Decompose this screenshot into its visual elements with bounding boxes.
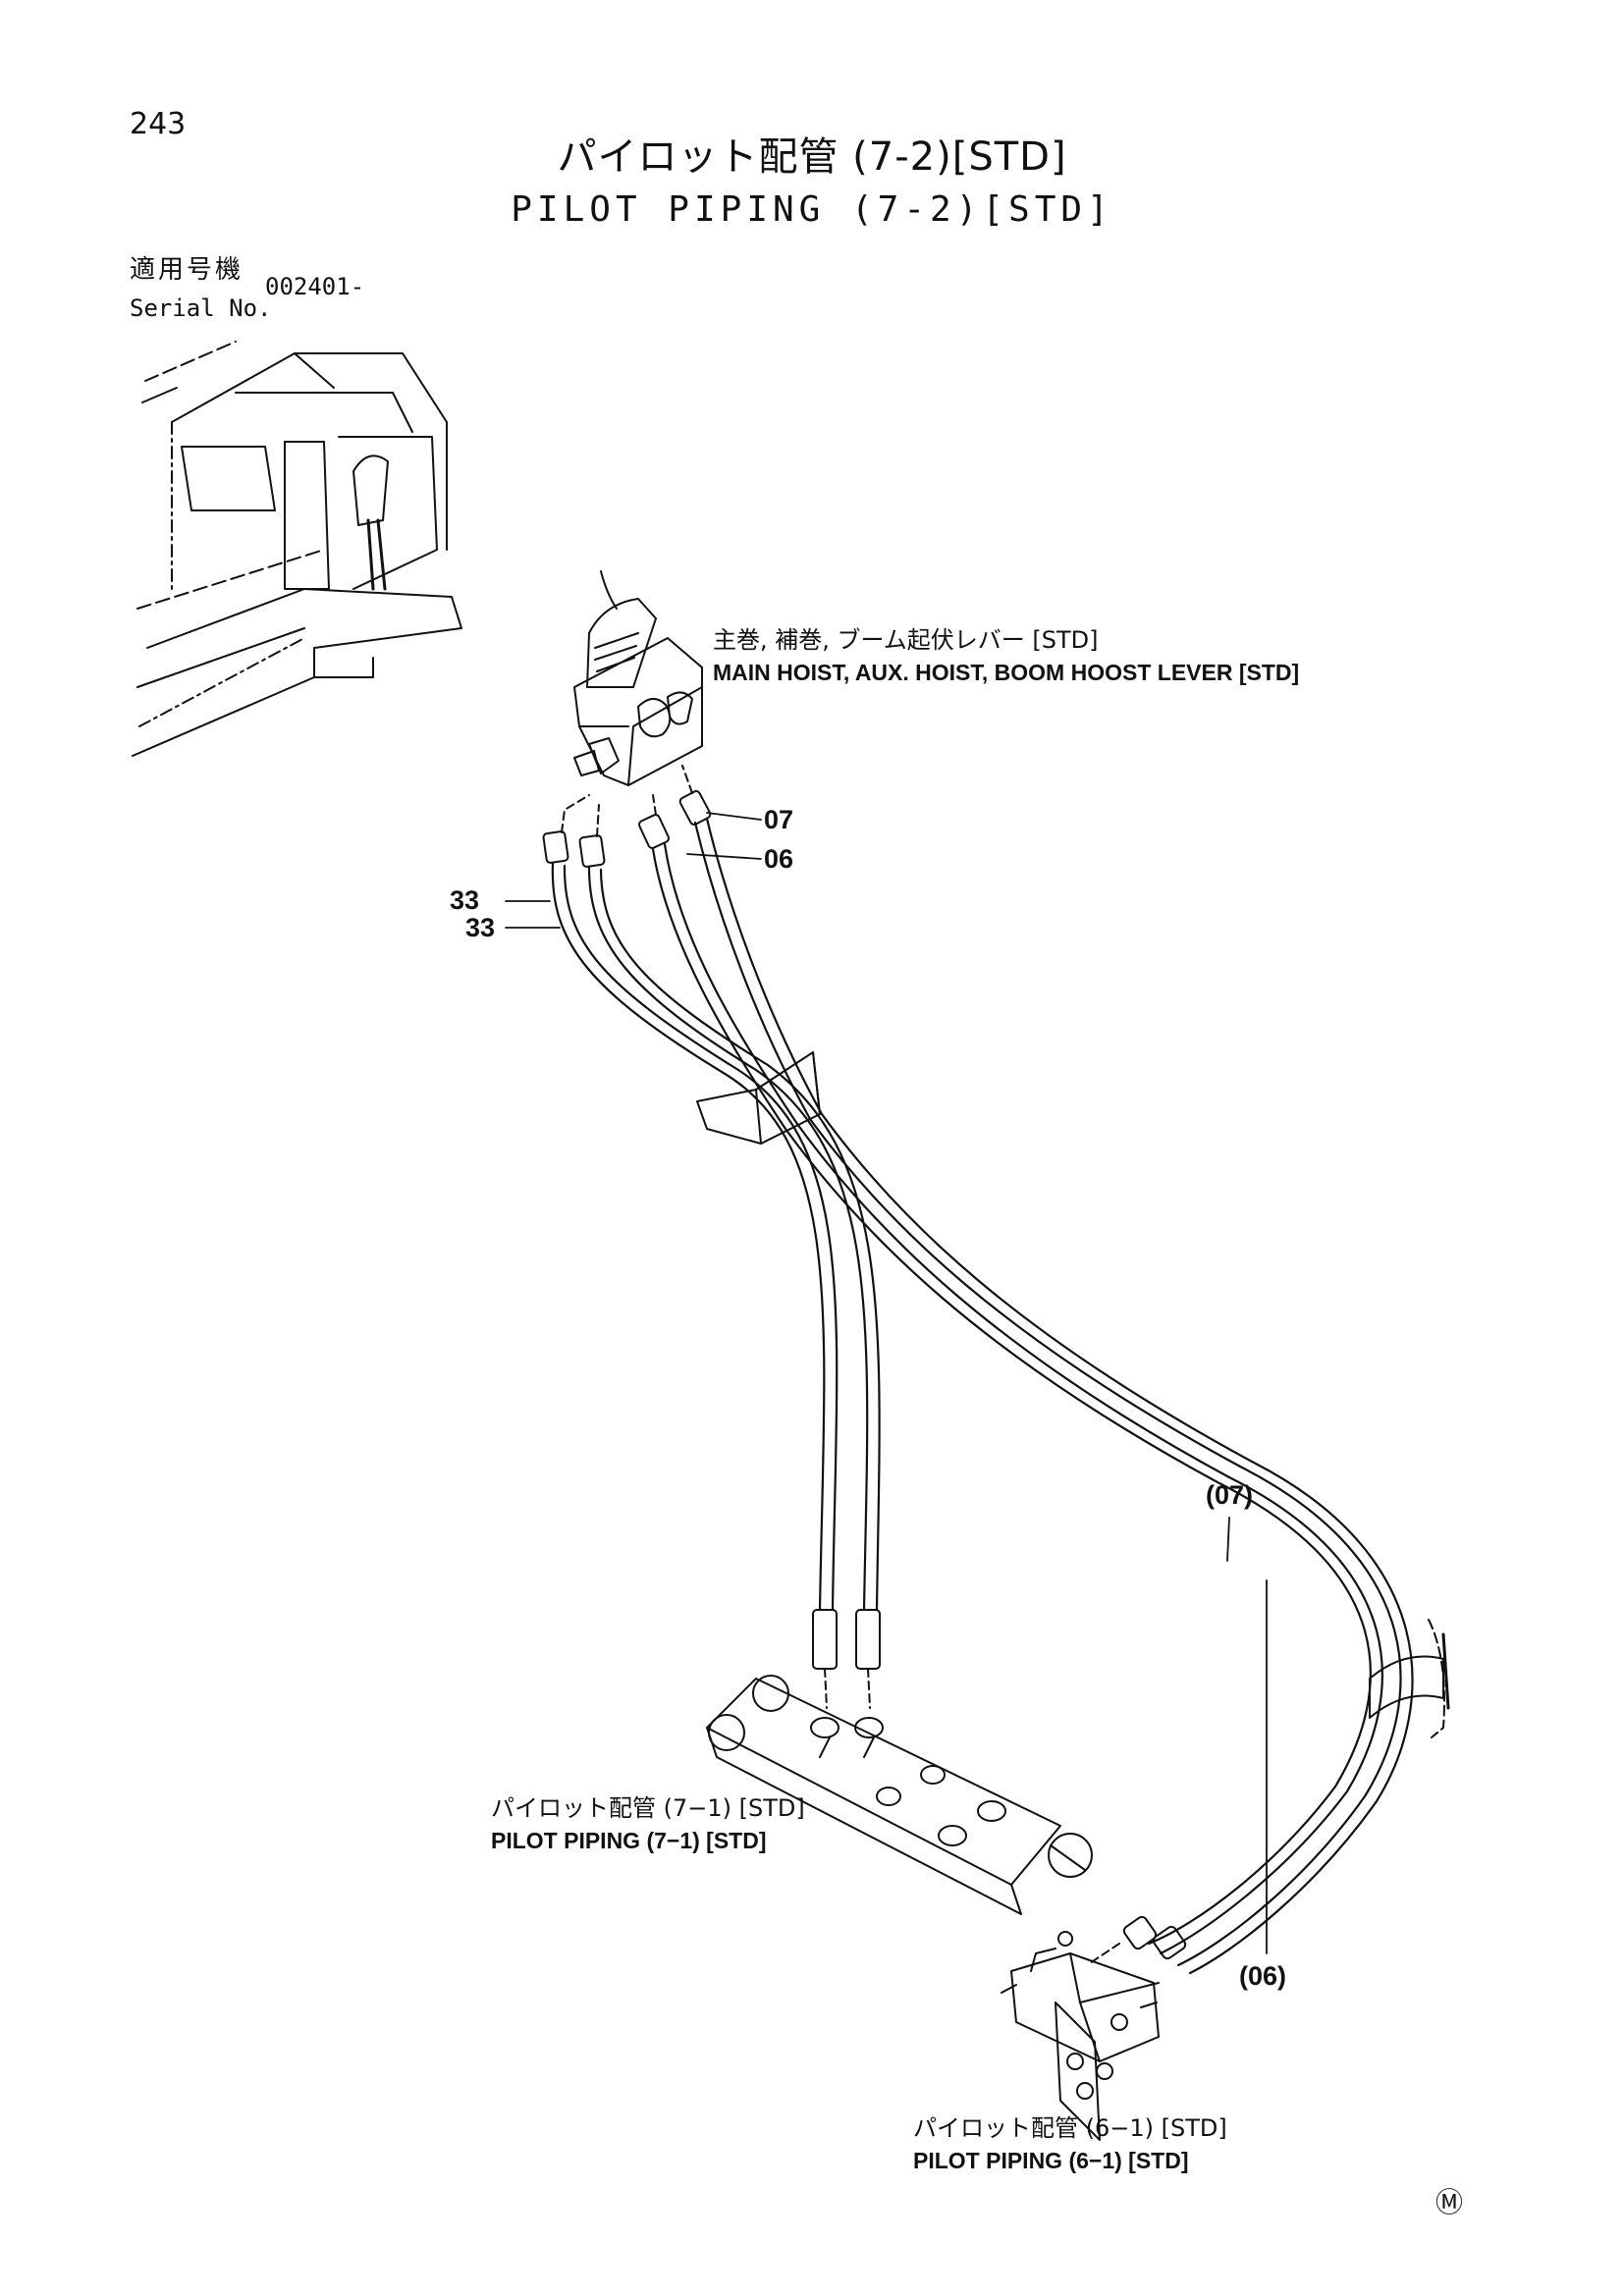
- serial-value: 002401-: [265, 273, 365, 300]
- piping-7-1-label-jp: パイロット配管 (7−1) [STD]: [491, 1794, 805, 1822]
- hose-fittings-upper: [542, 765, 712, 868]
- page-title-en: PILOT PIPING (7-2)[STD]: [511, 189, 1113, 230]
- part-number-33-upper: 33: [450, 885, 480, 915]
- part-number-06: 06: [764, 844, 794, 874]
- serial-label-jp: 適用号機: [130, 255, 244, 285]
- serial-label-en: Serial No.: [130, 294, 272, 322]
- page-number: 243: [130, 107, 187, 141]
- hose-fittings-6-1: [1089, 1915, 1187, 1964]
- corner-m-mark: Ⓜ: [1435, 2186, 1464, 2218]
- piping-6-1-label-en: PILOT PIPING (6−1) [STD]: [913, 2148, 1189, 2173]
- valve-block-6-1: [1001, 1931, 1160, 2141]
- manifold-7-1: [706, 1675, 1093, 1915]
- piping-6-1-label-jp: パイロット配管 (6−1) [STD]: [913, 2114, 1227, 2142]
- part-number-07-ref: (07): [1206, 1480, 1254, 1510]
- part-number-33-lower: 33: [465, 913, 496, 942]
- lever-label-en: MAIN HOIST, AUX. HOIST, BOOM HOOST LEVER…: [713, 660, 1300, 685]
- page-title-jp: パイロット配管 (7-2)[STD]: [557, 134, 1067, 180]
- part-number-06-ref: (06): [1239, 1961, 1287, 1991]
- hose-clip-right: [1369, 1619, 1450, 1738]
- piping-7-1-label-en: PILOT PIPING (7−1) [STD]: [491, 1828, 767, 1853]
- hose-clamp-bracket: [696, 1051, 821, 1145]
- leader-lines: [505, 812, 1268, 1954]
- cab-overview-inset: [132, 341, 462, 757]
- part-number-07: 07: [764, 805, 794, 834]
- hose-fittings-lower: [812, 1609, 881, 1709]
- control-lever-unit: [573, 570, 703, 786]
- lever-label-jp: 主巻, 補巻, ブーム起伏レバー [STD]: [713, 626, 1099, 654]
